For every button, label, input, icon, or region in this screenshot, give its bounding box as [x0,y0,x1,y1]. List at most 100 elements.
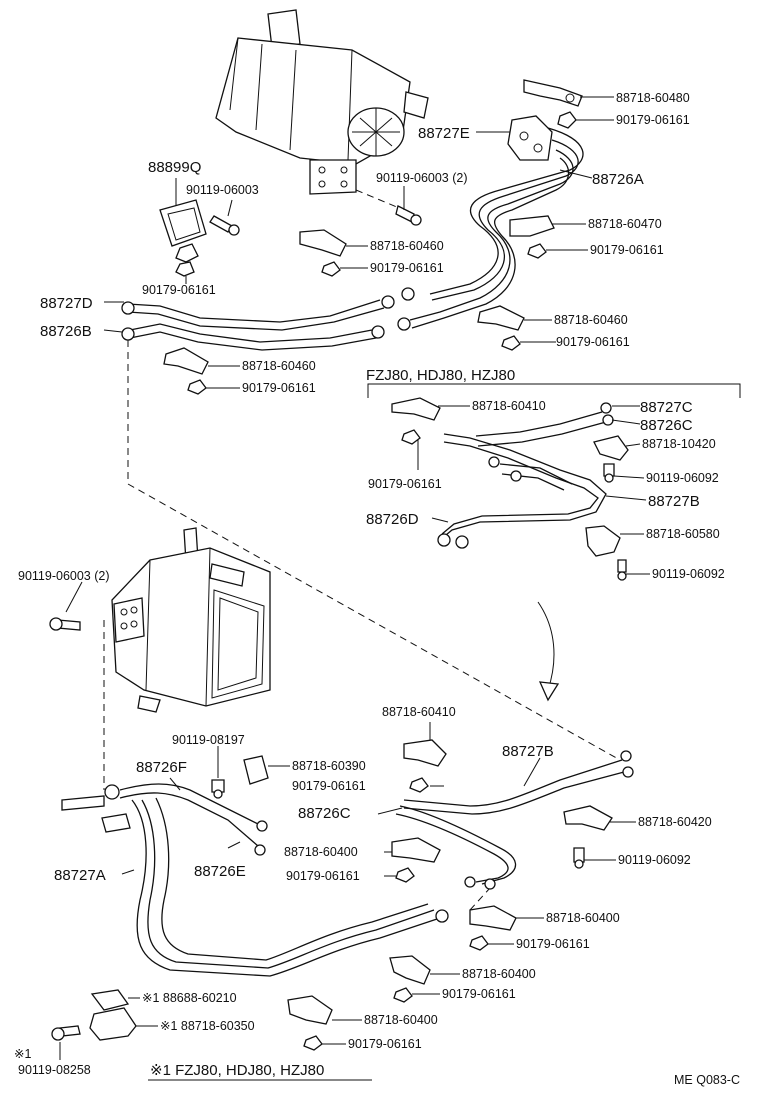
clamp-icon [287,995,333,1025]
label-90179-06161: 90179-06161 [368,477,442,491]
label-88726C: 88726C [298,805,351,822]
clamp-icon [90,989,130,1011]
bolt-icon [51,1025,81,1041]
label-88727B: 88727B [502,743,554,760]
label-90179-06161: 90179-06161 [292,779,366,793]
bolt-icon [49,617,81,631]
label-88718-60400: 88718-60400 [546,911,620,925]
bolt-icon [573,847,585,869]
label-88718-60390: 88718-60390 [292,759,366,773]
clamp-icon [159,199,207,247]
blower-unit-icon [215,9,429,226]
model-section-frame [367,383,741,398]
label-88726B: 88726B [40,323,92,340]
label-88718-60410: 88718-60410 [472,399,546,413]
leader-lines-upper [103,96,614,389]
section-title-models: FZJ80, HDJ80, HZJ80 [366,367,515,384]
label-88688-60210: ※1 88688-60210 [142,991,237,1005]
cooling-unit-icon [111,527,271,713]
label-90119-08258: 90119-08258 [18,1063,91,1077]
label-88727C: 88727C [640,399,693,416]
bolt-icon [209,215,240,236]
nut-icon [175,243,199,263]
label-88726E: 88726E [194,863,246,880]
label-88718-60410: 88718-60410 [382,705,456,719]
clamp-icon [163,347,209,375]
bolt-icon [617,559,627,581]
figure-code: ME Q083-C [674,1073,740,1087]
nut-icon [187,379,207,395]
clamp-icon [389,955,431,985]
label-88727D: 88727D [40,295,93,312]
label-90119-06003-2: 90119-06003 (2) [376,171,468,185]
label-88726F: 88726F [136,759,187,776]
label-88899Q: 88899Q [148,159,201,176]
label-88718-60350: ※1 88718-60350 [160,1019,255,1033]
label-90119-06003: 90119-06003 [186,183,259,197]
label-90119-06092: 90119-06092 [646,471,719,485]
arrow-down-icon [537,601,560,702]
label-88727E: 88727E [418,125,470,142]
label-88718-60400: 88718-60400 [462,967,536,981]
pipe-icon [121,127,584,351]
label-90179-06161: 90179-06161 [516,937,590,951]
label-88718-60460: 88718-60460 [554,313,628,327]
label-88718-60400: 88718-60400 [284,845,358,859]
nut-icon [321,261,341,277]
clamp-icon [477,305,525,331]
part-labels: 88718-60480 90179-06161 88727E 90119-060… [14,91,740,1087]
label-90119-06092: 90119-06092 [618,853,691,867]
label-88718-10420: 88718-10420 [642,437,716,451]
label-90179-06161: 90179-06161 [590,243,664,257]
nut-icon [175,261,195,277]
clamp-icon [403,739,447,767]
nut-icon [393,987,413,1003]
label-90179-06161: 90179-06161 [616,113,690,127]
nut-icon [395,867,415,883]
label-90179-06161: 90179-06161 [142,283,216,297]
nut-icon [557,111,577,129]
label-90179-06161: 90179-06161 [242,381,316,395]
nut-icon [469,935,489,951]
label-88726D: 88726D [366,511,419,528]
clamp-icon [563,805,613,831]
clamp-icon [509,215,555,237]
pipe-icon [61,750,634,977]
label-88718-60400: 88718-60400 [364,1013,438,1027]
pipe-icon [507,115,553,161]
nut-icon [409,777,429,793]
clamp-icon [299,229,347,257]
clamp-icon [585,525,621,557]
label-88718-60460: 88718-60460 [242,359,316,373]
label-88727A: 88727A [54,867,106,884]
label-88718-60470: 88718-60470 [588,217,662,231]
label-88718-60460: 88718-60460 [370,239,444,253]
footnote-models: ※1 FZJ80, HDJ80, HZJ80 [150,1062,324,1079]
nut-icon [303,1035,323,1051]
label-88718-60580: 88718-60580 [646,527,720,541]
clamp-icon [469,905,517,931]
pipe-icon [437,402,614,549]
label-90179-06161: 90179-06161 [442,987,516,1001]
label-88727B: 88727B [648,493,700,510]
clamp-icon [89,1007,137,1041]
clamp-icon [391,397,441,421]
bolt-icon [603,463,615,483]
clamp-icon [523,79,583,107]
label-90179-06161: 90179-06161 [348,1037,422,1051]
label-88718-60480: 88718-60480 [616,91,690,105]
clamp-icon [243,755,269,785]
label-90119-06092: 90119-06092 [652,567,725,581]
leader-lines-section [417,405,650,575]
label-90179-06161: 90179-06161 [556,335,630,349]
label-88726C: 88726C [640,417,693,434]
nut-icon [401,429,421,445]
bolt-icon [211,779,225,799]
label-90179-06161: 90179-06161 [286,869,360,883]
label-88718-60420: 88718-60420 [638,815,712,829]
label-90179-06161: 90179-06161 [370,261,444,275]
leader-lines-lower [59,581,636,1060]
nut-icon [501,335,521,351]
label-90119-06003-2: 90119-06003 (2) [18,569,110,583]
